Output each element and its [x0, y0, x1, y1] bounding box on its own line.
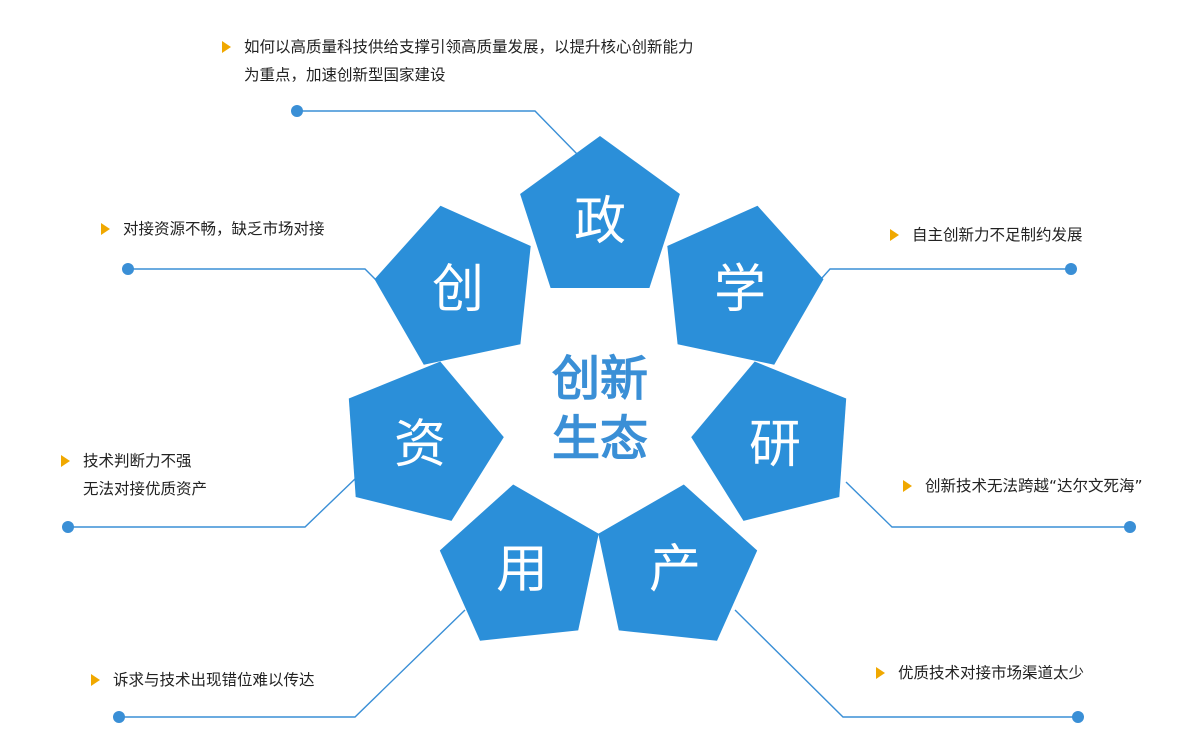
- bullet-triangle-icon: [61, 455, 70, 467]
- pentagon-label-yong: 用: [496, 540, 548, 600]
- connector-line-zi: [68, 477, 357, 528]
- pentagon-label-zi: 资: [394, 415, 446, 475]
- connector-dot-chan: [1072, 711, 1084, 723]
- bullet-triangle-icon: [101, 223, 110, 235]
- pentagon-yan: [691, 361, 847, 521]
- note-xue: 自主创新力不足制约发展: [890, 221, 1083, 249]
- connector-line-zheng: [297, 110, 579, 156]
- bullet-triangle-icon: [222, 41, 231, 53]
- center-label-line1: 创新: [552, 351, 648, 407]
- note-xue-line1: 自主创新力不足制约发展: [912, 226, 1083, 244]
- note-zheng-line2: 为重点，加速创新型国家建设: [244, 66, 446, 84]
- connector-dot-chuang: [122, 263, 134, 275]
- note-zi-line2: 无法对接优质资产: [83, 480, 208, 498]
- note-yong-line1: 诉求与技术出现错位难以传达: [113, 671, 315, 689]
- pentagon-zi: [348, 361, 504, 521]
- bullet-triangle-icon: [903, 480, 912, 492]
- note-chan: 优质技术对接市场渠道太少: [876, 659, 1084, 687]
- connector-line-xue: [812, 268, 1071, 289]
- note-chuang-line1: 对接资源不畅，缺乏市场对接: [123, 220, 325, 238]
- pentagon-xue: [667, 205, 824, 365]
- note-zheng-line1: 如何以高质量科技供给支撑引领高质量发展，以提升核心创新能力: [244, 38, 694, 56]
- connector-lines: [62, 105, 1136, 723]
- pentagon-label-yan: 研: [749, 415, 801, 475]
- bullet-triangle-icon: [890, 229, 899, 241]
- connector-dot-yan: [1124, 521, 1136, 533]
- pentagon-label-chuang: 创: [432, 260, 484, 320]
- connector-line-chan: [734, 609, 1078, 718]
- connector-line-yan: [845, 481, 1130, 528]
- pentagon-chan: [598, 484, 758, 641]
- connector-dot-zi: [62, 521, 74, 533]
- pentagon-zheng: [520, 136, 680, 288]
- pentagon-label-chan: 产: [649, 540, 701, 600]
- pentagon-yong: [439, 484, 599, 641]
- note-zheng: 如何以高质量科技供给支撑引领高质量发展，以提升核心创新能力 为重点，加速创新型国…: [222, 33, 694, 89]
- note-chuang: 对接资源不畅，缺乏市场对接: [101, 215, 325, 243]
- pentagon-chuang: [374, 205, 531, 365]
- note-zi: 技术判断力不强 无法对接优质资产: [61, 447, 207, 503]
- connector-dot-zheng: [291, 105, 303, 117]
- center-label-line2: 生态: [552, 411, 648, 467]
- bullet-triangle-icon: [876, 667, 885, 679]
- note-zi-line1: 技术判断力不强: [83, 452, 192, 470]
- note-yan: 创新技术无法跨越“达尔文死海”: [903, 472, 1143, 500]
- note-yong: 诉求与技术出现错位难以传达: [91, 666, 315, 694]
- bullet-triangle-icon: [91, 674, 100, 686]
- pentagon-label-zheng: 政: [574, 192, 626, 252]
- connector-line-yong: [119, 609, 466, 718]
- pentagon-label-xue: 学: [714, 260, 766, 320]
- connector-dot-xue: [1065, 263, 1077, 275]
- note-yan-line1: 创新技术无法跨越“达尔文死海”: [925, 477, 1143, 495]
- connector-dot-yong: [113, 711, 125, 723]
- connector-line-chuang: [128, 268, 389, 293]
- note-chan-line1: 优质技术对接市场渠道太少: [898, 664, 1085, 682]
